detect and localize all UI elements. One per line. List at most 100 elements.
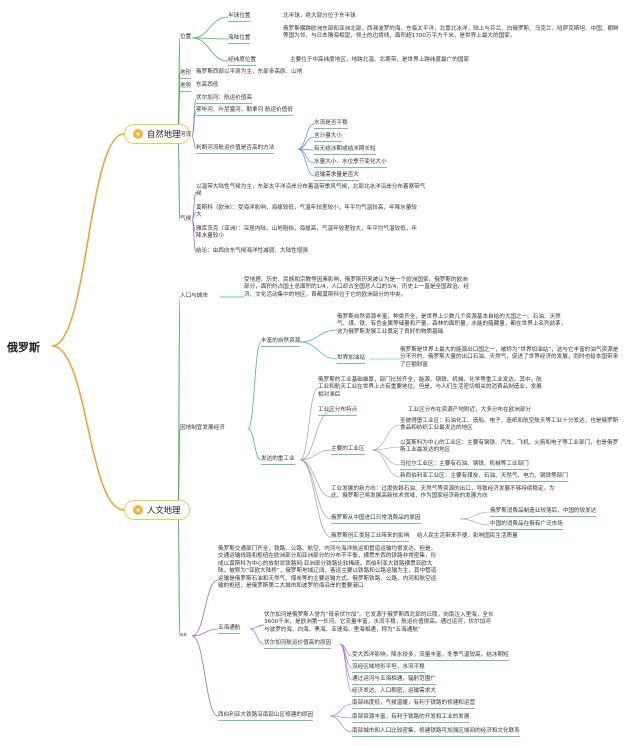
branch-line — [247, 428, 262, 461]
node-transport[interactable]: xx — [180, 632, 187, 638]
node-population[interactable]: 人口与城市 — [180, 293, 208, 299]
node-heavy-industry[interactable]: 发达的重工业 — [261, 456, 295, 466]
node-railway-reason-1: 南部纬度低，气候温暖，有利于铁路的修建和运营 — [352, 700, 476, 710]
node-terrain[interactable]: 地形 — [180, 70, 192, 80]
node-resources[interactable]: 丰富的自然资源 — [261, 338, 301, 348]
node-new-direction: 工业发展的新方向：过度依赖石油、天然气等资源的出口，导致经济发展不够持续稳定。为… — [331, 486, 555, 500]
node-heavy-industry-desc: 俄罗斯的工业基础雄厚，部门比较齐全，能源、钢铁、机械、化学等重工业发达。其中，航… — [318, 377, 542, 398]
branch-line — [459, 511, 491, 520]
node-navigation-method[interactable]: 判断河流航运价值是否高的方法 — [196, 145, 275, 155]
node-population-desc: 受地理、历史、民族和宗教等因素影响，俄罗斯历来被认为是一个欧洲国家。俄罗斯的欧洲… — [244, 277, 469, 298]
branch-line — [299, 459, 332, 498]
node-import-reason-2: 中国的消费品在俄有广泛市场 — [490, 521, 563, 531]
branch-line — [191, 98, 197, 137]
branch-line — [191, 191, 197, 221]
branch-line — [191, 37, 229, 62]
branch-line — [191, 135, 197, 150]
branch-line — [371, 424, 401, 451]
node-climate[interactable]: 气候 — [180, 216, 192, 222]
branch-line — [329, 715, 353, 733]
node-relief-desc: 东高西低 — [196, 82, 219, 88]
node-latlong-desc: 主要位于中高纬度地区，地跨北温、北寒带，是世界上跨纬度最广的国家 — [290, 57, 470, 63]
branch-line — [191, 628, 219, 637]
branch-line — [191, 16, 229, 39]
branch-line — [339, 643, 353, 669]
node-zone-petersburg: 圣彼得堡工业区：石油化工、造船、电子、造纸和航空航天等工业十分发达，也是俄罗斯食… — [400, 418, 619, 432]
branch-line — [297, 148, 315, 164]
branch-line — [299, 341, 338, 360]
node-moscow: 莫斯科（欧洲）：受海洋影响，海拔较低，气温年较差较小，年平均气温较高，年降水量较… — [196, 205, 417, 219]
node-railway-reason-3: 南部城市和人口比较密集，修建铁路可加强区域间的经济和文化联系 — [352, 728, 520, 738]
node-zone-moscow: 以莫斯科为中心的工业区：主要有钢铁、汽车、飞机、火箭和电子等工业部门，也是俄罗斯… — [400, 440, 619, 454]
node-latlong[interactable]: 经纬度位置 — [228, 57, 256, 67]
node-five-seas[interactable]: 五海通航 — [218, 625, 241, 635]
node-method-3: 有无结冰期或结冰期长短 — [314, 146, 376, 156]
node-five-seas-desc: 伏尔加河是俄罗斯人誉为“母亲伏尔加”。它发源于俄罗斯西北部的丘陵，向南注入里海，… — [264, 612, 494, 633]
node-yakutsk: 雅库茨克（亚洲）：深居内陆，山地阻挡，海拔高，气温年较差较大，年平均气温较低，年… — [196, 226, 417, 240]
category-label: 自然地理 — [147, 129, 181, 139]
node-distribution-desc: 工业区分布在资源产地附近，大多分布在欧洲部分 — [408, 407, 532, 413]
branch-line — [191, 219, 197, 253]
branch-line — [297, 136, 315, 150]
node-import-reason[interactable]: 俄罗斯从中国进口日常消费品的原因 — [331, 515, 421, 525]
node-light-industry-desc: 给人民生活带来不便，影响国民生活质量 — [417, 533, 518, 539]
branch-line — [371, 449, 401, 466]
node-sea-land-desc: 俄罗斯横跨欧洲东部和亚洲北部，西濒波罗的海，东临太平洋，北靠北冰洋，陆上与芬兰、… — [283, 26, 619, 40]
branch-line — [191, 579, 219, 637]
branch-line — [191, 635, 219, 717]
branch-line — [299, 410, 332, 461]
node-light-industry[interactable]: 俄罗斯创汇类轻工业带来的影响 — [331, 533, 410, 543]
node-volga-reason-1: 受大西洋影响，降水较多，流量丰富，冬季气温较高，结冰期短 — [352, 652, 509, 662]
node-rivers[interactable]: 河流 — [180, 132, 192, 138]
node-gas-station-desc: 俄罗斯是世界上最大的能源出口国之一，被称为“世界加油站”，这与它丰富的油气资源是… — [400, 347, 619, 368]
node-volga-reason-2: 流经区域地形平坦，水流平稳 — [352, 664, 425, 674]
node-volga: 伏尔加河：航运价值高 — [196, 95, 252, 105]
branch-line — [339, 643, 353, 693]
node-economy[interactable]: 因地制宜发展经济 — [180, 425, 225, 431]
branch-line — [329, 703, 353, 717]
node-method-4: 水量大小、水位季节变化大小 — [314, 159, 387, 169]
branch-line — [177, 509, 181, 637]
node-gas-station[interactable]: 世界加油站 — [337, 355, 365, 365]
node-volga-reason-4: 经济发达，人口稠密，运输需求大 — [352, 688, 436, 698]
node-method-1: 水流是否平稳 — [314, 120, 348, 130]
node-hemisphere[interactable]: 半球位置 — [228, 13, 251, 23]
medal-icon: ★ — [133, 505, 143, 515]
node-climate-conclusion: 结论：由西向东气候海洋性减弱，大陆性增强 — [196, 248, 308, 254]
node-industrial-zones[interactable]: 主要的工业区 — [331, 446, 365, 456]
branch-line — [299, 329, 338, 343]
branch-line — [297, 148, 315, 177]
branch-line — [299, 387, 319, 461]
branch-line — [371, 446, 401, 451]
node-relief[interactable]: 地势 — [180, 83, 192, 93]
branch-line — [247, 341, 262, 430]
node-sea-land[interactable]: 海陆位置 — [228, 35, 251, 45]
node-zone-ural: 乌拉尔工业区：主要有石油、钢铁、机械等工业部门 — [400, 461, 529, 471]
category-human-geography[interactable]: ★ 人文地理 — [124, 500, 190, 520]
branch-line — [51, 133, 125, 347]
branch-line — [249, 628, 265, 645]
branch-line — [299, 459, 332, 538]
branch-line — [249, 624, 265, 630]
node-transport-desc: 俄罗斯交通部门齐全，铁路、公路、航空、内河与海洋航运和管道运输均很发达。但是，交… — [218, 546, 437, 590]
node-railway-reasons[interactable]: 西伯利亚大铁路沿南部山区修建的原因 — [218, 712, 314, 722]
node-hemisphere-desc: 北半球，绝大部分位于东半球 — [283, 13, 356, 19]
root-node[interactable]: 俄罗斯 — [7, 341, 40, 354]
node-volga-reasons[interactable]: 伏尔加河航运价值高的原因 — [264, 640, 332, 650]
branch-line — [459, 518, 491, 526]
node-location[interactable]: 位置 — [180, 34, 192, 40]
category-natural-geography[interactable]: ★ 自然地理 — [124, 124, 190, 144]
node-climate-main: 以温带大陆性气候为主，东部太平洋沿岸分布着温带季风气候，北部北冰洋沿岸分布着寒带… — [196, 184, 426, 198]
branch-line — [191, 211, 197, 221]
branch-line — [371, 449, 401, 478]
branch-line — [177, 133, 181, 221]
node-siberian-rivers: 鄂毕河、叶尼塞河、勒拿河 航运价值低 — [196, 107, 293, 117]
node-method-5: 运输需求量是否大 — [314, 172, 359, 182]
node-distribution[interactable]: 工业区分布特点 — [318, 407, 358, 417]
branch-line — [51, 345, 125, 511]
branch-line — [299, 449, 332, 461]
branch-line — [299, 459, 332, 520]
node-import-reason-1: 俄罗斯消费品制造业较落后，中国的较发达 — [490, 508, 597, 518]
